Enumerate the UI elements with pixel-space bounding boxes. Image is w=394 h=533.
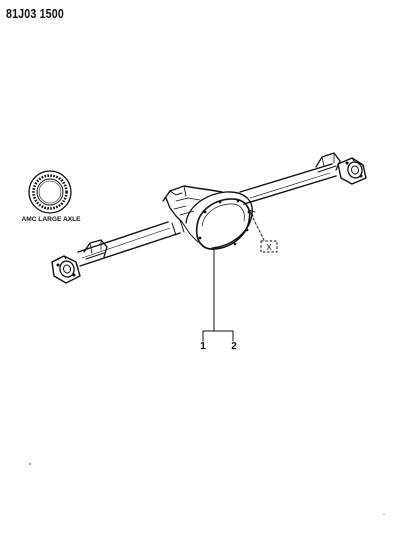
speck <box>29 463 31 465</box>
right-axle-flange <box>337 157 367 185</box>
amc-large-axle-label: AMC LARGE AXLE <box>21 216 81 223</box>
amc-large-axle-ring-icon <box>28 170 72 214</box>
diagram-code: 81J03 1500 <box>6 6 64 21</box>
reference-box-label: X <box>266 243 272 252</box>
rear-axle-assembly-icon <box>51 152 367 342</box>
reference-leader <box>248 209 265 241</box>
part-callout-leader <box>202 249 234 342</box>
left-axle-tube <box>77 219 185 267</box>
differential-carrier-housing <box>162 185 253 250</box>
reference-box <box>260 240 278 253</box>
right-axle-tube <box>239 152 341 205</box>
part-number-2: 2 <box>231 341 237 352</box>
speck <box>383 513 385 515</box>
left-axle-flange <box>51 255 81 284</box>
part-number-1: 1 <box>200 341 206 352</box>
